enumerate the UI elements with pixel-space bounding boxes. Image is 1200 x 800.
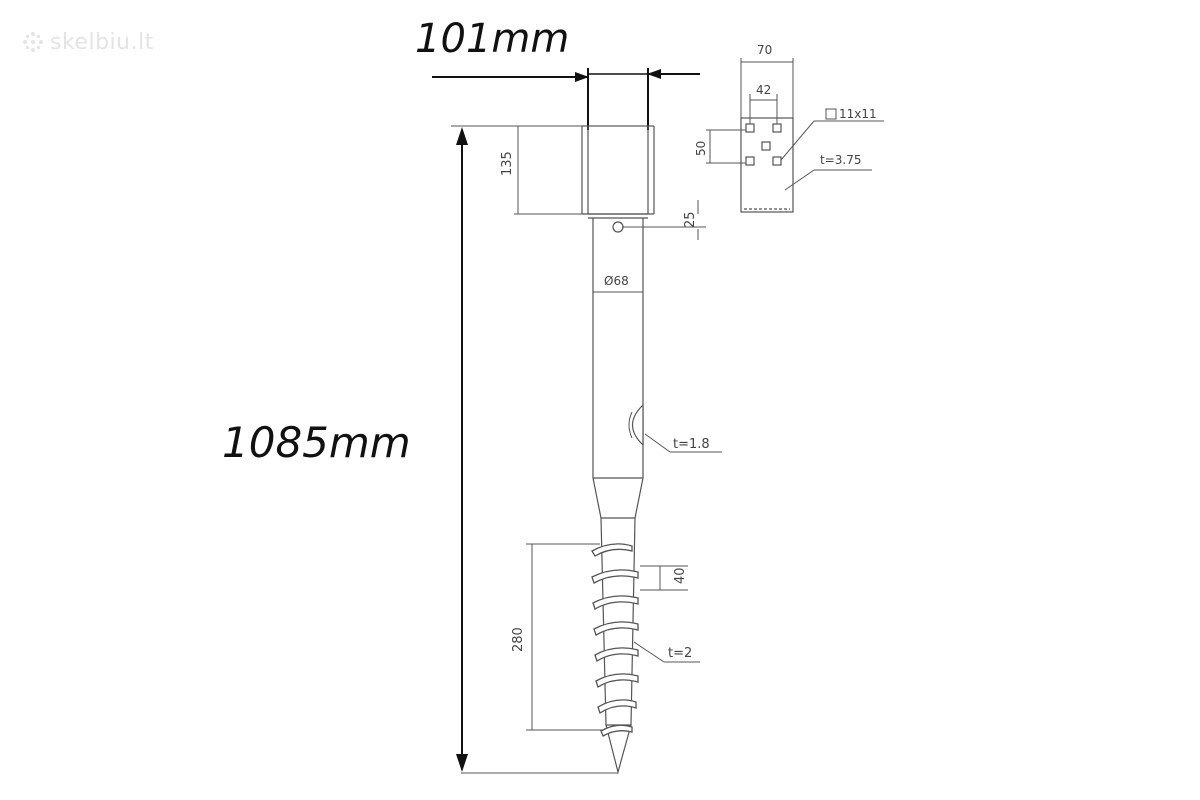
hole-offset-dimension xyxy=(622,200,706,240)
sleeve-height-label: 135 xyxy=(500,151,515,176)
hole-spacing-label: 42 xyxy=(756,83,771,97)
dots-logo-icon xyxy=(23,32,43,52)
plate-width-dimension xyxy=(740,58,794,118)
wall-section xyxy=(631,403,644,447)
sleeve xyxy=(581,125,655,219)
thread-thickness-label: t=2 xyxy=(668,646,692,661)
sleeve-height-dimension xyxy=(514,125,582,215)
thread-length-label: 280 xyxy=(511,627,526,652)
top-width-dimension: 101mm xyxy=(415,16,700,130)
square-hole-icon xyxy=(825,108,837,120)
top-width-label: 101mm xyxy=(415,16,569,62)
tube-diameter-label: Ø68 xyxy=(604,274,629,288)
plate-width-label: 70 xyxy=(757,43,772,57)
plate-thickness-label: t=3.75 xyxy=(820,153,861,167)
diameter-dimension xyxy=(592,288,644,296)
row-spacing-dimension xyxy=(706,129,746,164)
tube-wall-label: t=1.8 xyxy=(673,437,710,452)
shaft xyxy=(592,218,644,775)
thread-pitch-label: 40 xyxy=(673,567,688,584)
total-length-label: 1085mm xyxy=(222,418,411,467)
total-length-dimension: 1085mm xyxy=(222,125,618,774)
thread xyxy=(591,543,639,737)
thread-pitch-dimension xyxy=(640,565,688,591)
watermark-text: skelbiu.lt xyxy=(50,30,154,55)
thread-length-dimension xyxy=(526,543,604,731)
hole-spacing-dimension xyxy=(749,94,778,124)
hole-size-label: 11x11 xyxy=(839,107,877,121)
watermark: skelbiu.lt xyxy=(22,30,154,55)
top-plate-view xyxy=(740,117,794,213)
row-spacing-label: 50 xyxy=(694,141,708,156)
hole-offset-label: 25 xyxy=(683,211,698,228)
bolt-hole xyxy=(612,221,624,233)
